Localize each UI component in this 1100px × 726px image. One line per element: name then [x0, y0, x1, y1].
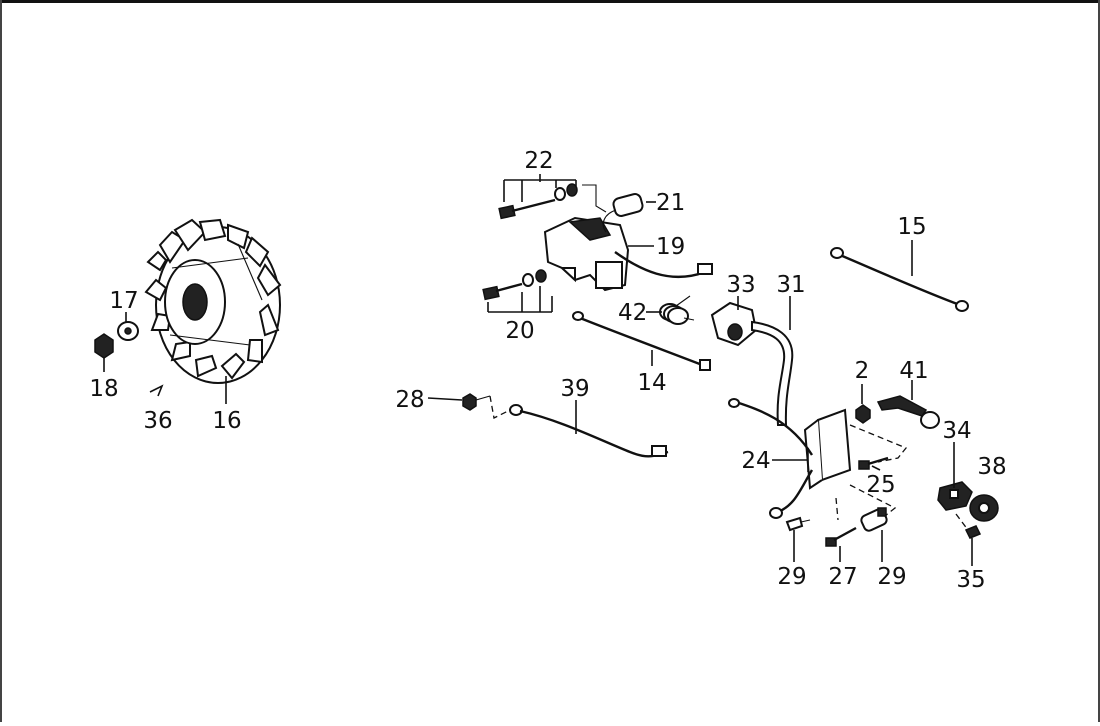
spacer-27-part: [860, 507, 888, 532]
ignition-module-part: [543, 216, 713, 292]
spark-plug-cap-part: [710, 301, 758, 347]
callout-28: 27: [828, 564, 857, 590]
frame-border-right: [1098, 0, 1100, 722]
callout-41: 41: [899, 358, 928, 384]
ht-lead-part: [751, 320, 794, 426]
leader-lines: [103, 174, 973, 566]
terminal-41-part: [876, 395, 940, 429]
callout-35: 35: [956, 567, 985, 593]
screw-35-part: [964, 525, 982, 539]
callout-22: 22: [524, 148, 553, 174]
nut-2-part: [855, 404, 871, 424]
ground-wire-14: [572, 311, 711, 371]
callout-33: 33: [726, 272, 755, 298]
frame-border-top: [0, 0, 1100, 3]
frame-border-left: [0, 0, 2, 722]
callout-19: 19: [656, 234, 685, 260]
flywheel-part: [144, 218, 282, 384]
screw-29-left: [462, 393, 511, 419]
callout-27: 29: [877, 564, 906, 590]
ignition-coil-part: [728, 398, 852, 519]
assembly-guide-4: [955, 513, 969, 531]
switch-34-part: [937, 481, 973, 511]
callout-39: 39: [560, 376, 589, 402]
washer-hole: [124, 327, 132, 335]
key-part: [149, 384, 164, 397]
callout-18: 18: [89, 376, 118, 402]
screw-29-bottom: [785, 516, 811, 532]
knob-38-part: [969, 494, 999, 522]
callout-17: 17: [109, 288, 138, 314]
callout-20: 20: [505, 318, 534, 344]
condenser-part: [602, 193, 644, 233]
callout-29-left: 28: [395, 387, 424, 413]
bolt-25-part: [858, 456, 889, 470]
callout-21: 21: [656, 190, 685, 216]
assembly-guide-1: [849, 424, 908, 463]
wire-15: [830, 247, 969, 312]
callout-36: 36: [143, 408, 172, 434]
callout-15: 15: [897, 214, 926, 240]
spring-part: [659, 295, 695, 325]
callout-16: 16: [212, 408, 241, 434]
callout-31: 31: [776, 272, 805, 298]
callout-29-bottom: 29: [777, 564, 806, 590]
bolt-28-part: [825, 526, 857, 547]
assembly-guide-2: [849, 484, 897, 517]
callout-38: 38: [977, 454, 1006, 480]
callout-34: 34: [942, 418, 971, 444]
callout-2: 2: [855, 358, 870, 384]
screw-set-20: [482, 269, 547, 301]
callout-42: 42: [618, 300, 647, 326]
callout-labels: 22 21 19 20 15 33 31 42 14 17 18 36 16 2…: [89, 148, 1006, 593]
assembly-guide-3: [835, 497, 839, 521]
callout-14: 14: [637, 370, 666, 396]
screw-set-22: [498, 183, 607, 220]
callout-24: 24: [741, 448, 770, 474]
callout-25: 25: [866, 472, 895, 498]
wire-39-part: [509, 404, 669, 458]
nut-part: [94, 333, 114, 359]
